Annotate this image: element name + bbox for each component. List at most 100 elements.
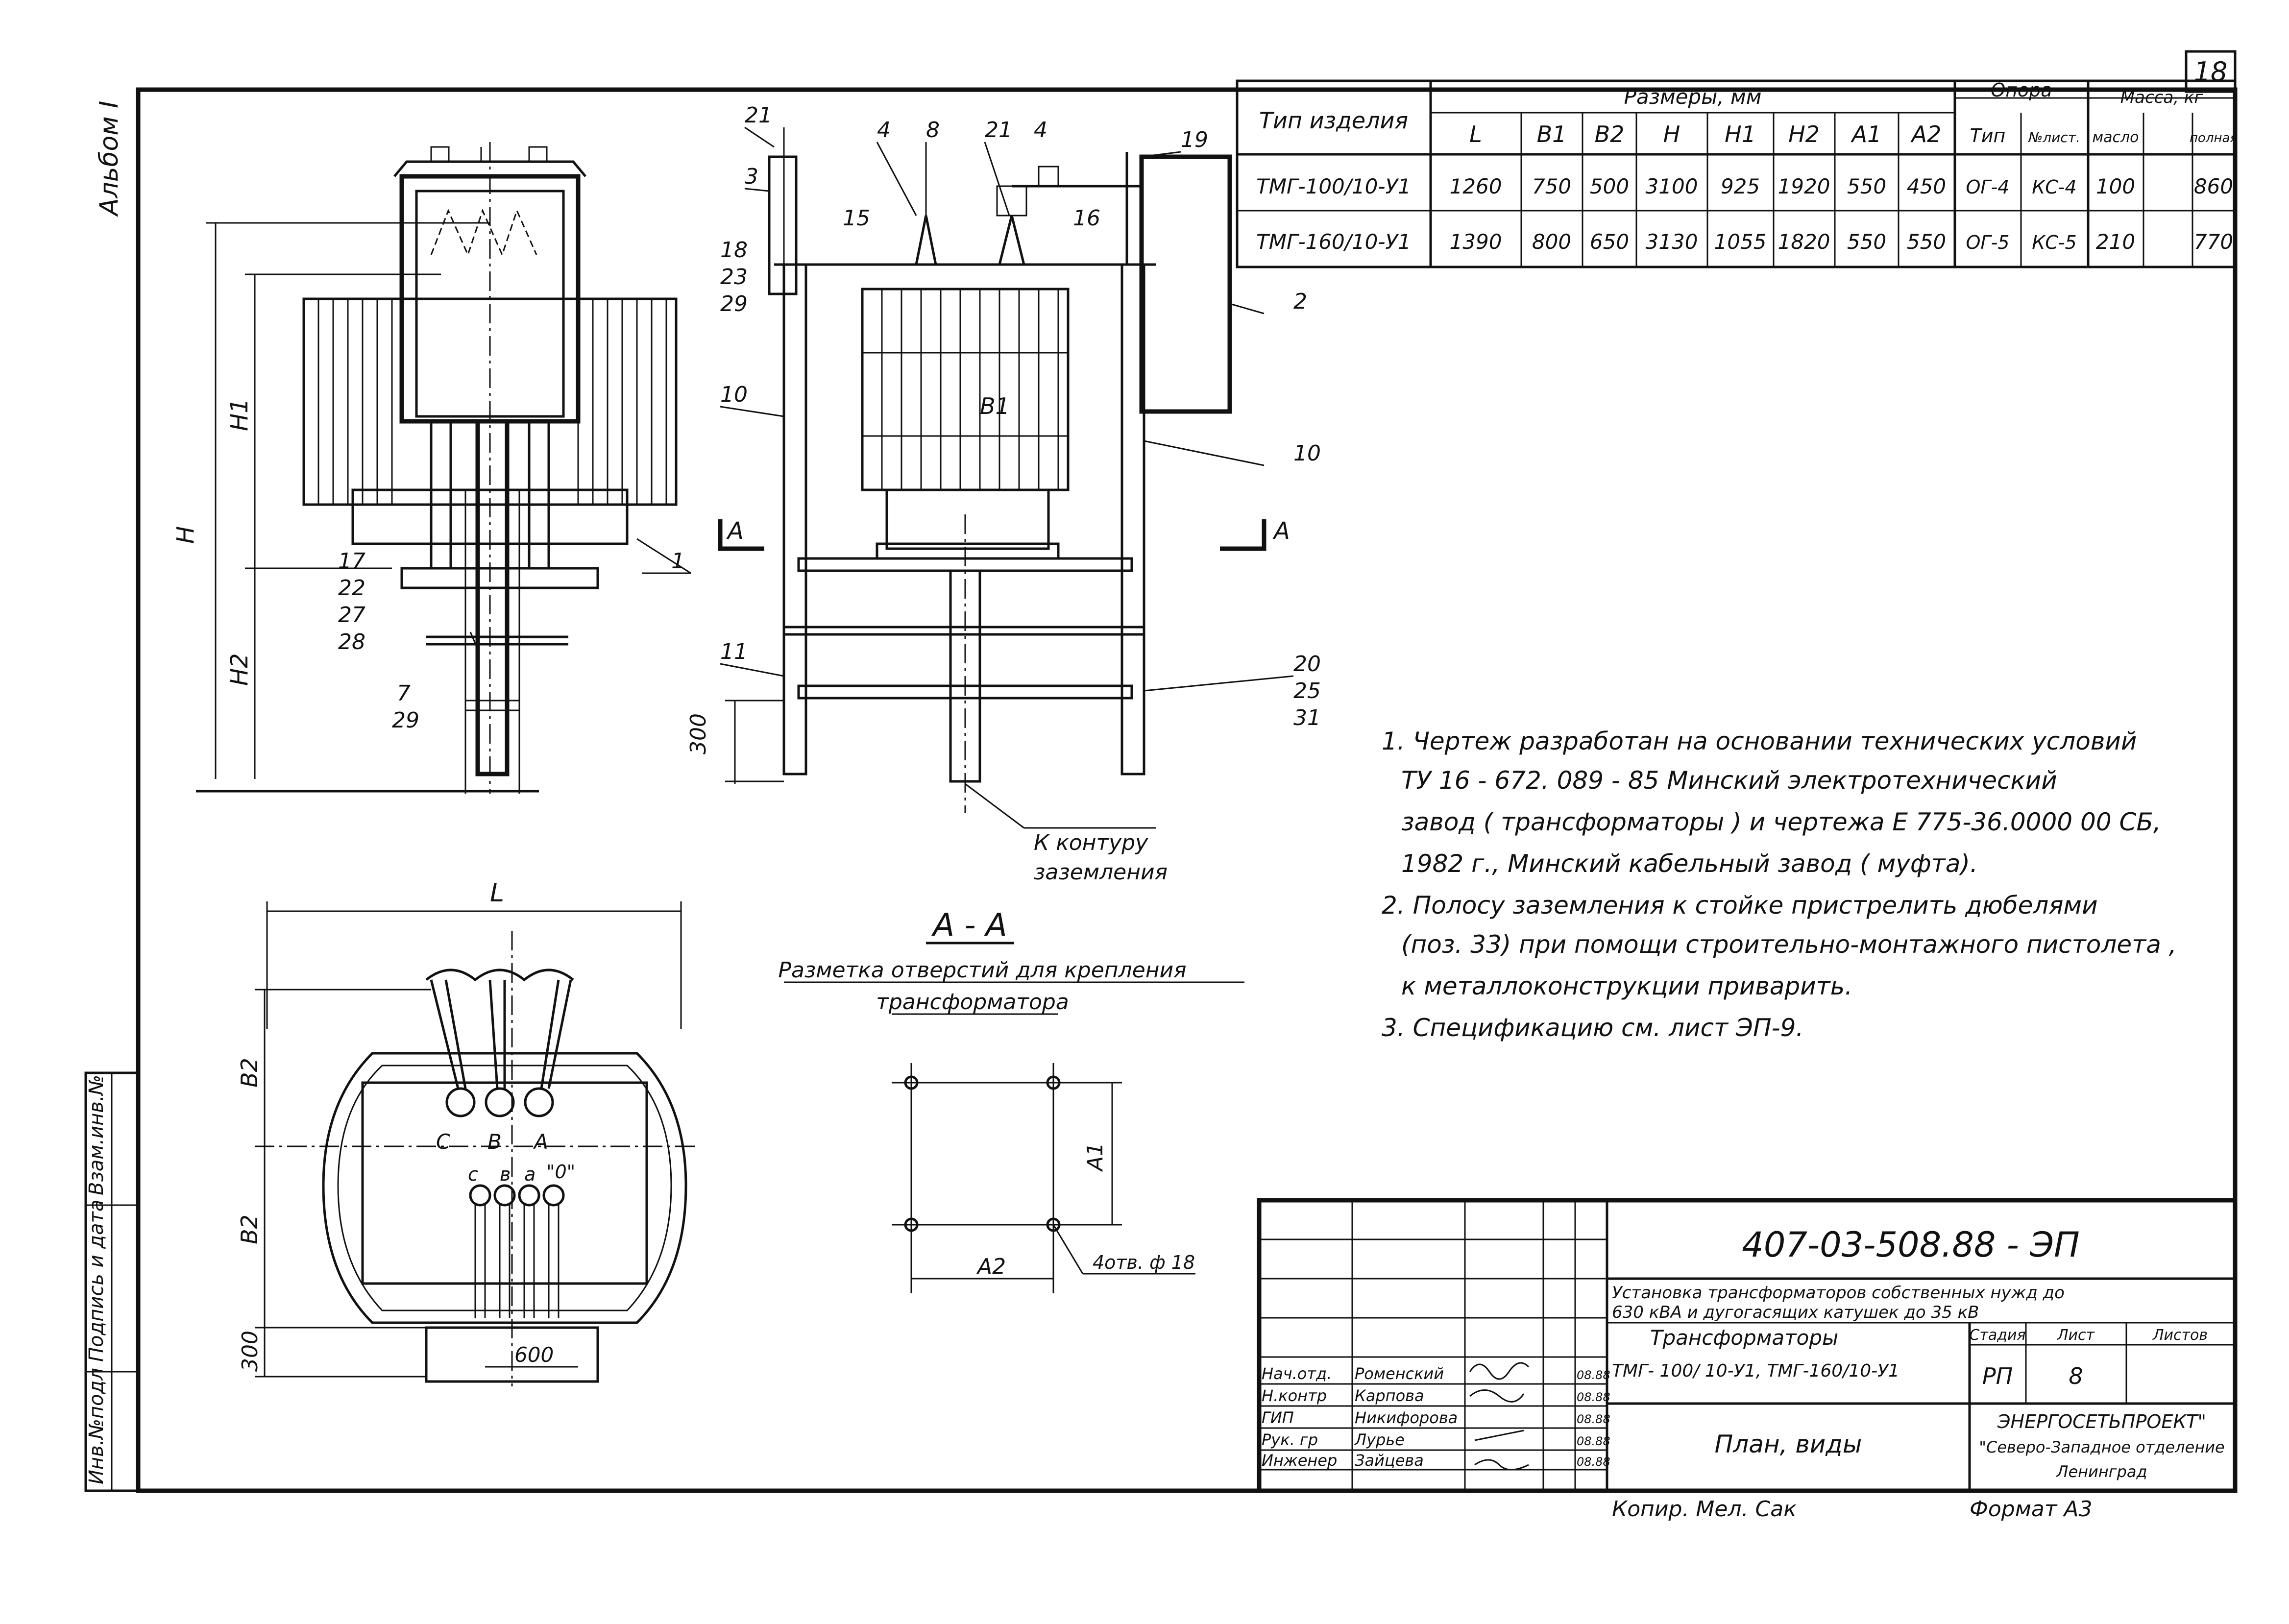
row1-sheet: КС-4 bbox=[2032, 176, 2076, 198]
dim-A2: A2 bbox=[976, 1254, 1006, 1279]
position-callouts: 21 3 18 23 29 10 11 4 8 21 4 15 16 19 2 … bbox=[338, 103, 1321, 733]
row2-H: 3130 bbox=[1646, 230, 1698, 254]
format-label: Формат А3 bbox=[1970, 1497, 2093, 1522]
signer-name-2: Карпова bbox=[1355, 1386, 1424, 1405]
col-L: L bbox=[1469, 121, 1482, 147]
row2-full: 770 bbox=[2194, 230, 2233, 254]
row1-support: ОГ-4 bbox=[1966, 176, 2010, 198]
note-line-3: завод ( трансформаторы ) и чертежа Е 775… bbox=[1401, 808, 2161, 836]
dim-L: L bbox=[490, 878, 504, 908]
row2-H1: 1055 bbox=[1714, 230, 1767, 254]
phase-lv-b: в bbox=[500, 1163, 511, 1185]
copied-by: Копир. Мел. Сак bbox=[1612, 1497, 1797, 1522]
notes: 1. Чертеж разработан на основании технич… bbox=[1382, 727, 2177, 1042]
row1-L: 1260 bbox=[1450, 174, 1502, 198]
signer-name-5: Зайцева bbox=[1355, 1451, 1424, 1470]
strip-inventory: Инв.№подл bbox=[85, 1368, 108, 1484]
signers: Нач.отд. Роменский 08.88 Н.контр Карпова… bbox=[1262, 1364, 1610, 1470]
row2-sheet: КС-5 bbox=[2032, 232, 2076, 253]
row1-oil: 100 bbox=[2096, 174, 2135, 198]
pos-1: 1 bbox=[671, 549, 685, 574]
pos-22: 22 bbox=[338, 576, 365, 601]
note-line-5: 2. Полосу заземления к стойке пристрелит… bbox=[1382, 891, 2098, 920]
header-mass: Масса, кг bbox=[2120, 88, 2204, 107]
note-line-2: ТУ 16 - 672. 089 - 85 Минский электротех… bbox=[1401, 766, 2057, 795]
pos-20: 20 bbox=[1293, 652, 1321, 677]
sheet-number-box bbox=[2185, 50, 2237, 93]
org-line-1: ЭНЕРГОСЕТЬПРОЕКТ" bbox=[1997, 1411, 2206, 1432]
phase-hv-A: А bbox=[533, 1130, 548, 1154]
phase-lv-0: "0" bbox=[546, 1161, 575, 1183]
col-B1: B1 bbox=[1537, 121, 1567, 147]
pos-19: 19 bbox=[1181, 127, 1208, 152]
sheets-label: Листов bbox=[2152, 1327, 2208, 1344]
dim-600: 600 bbox=[514, 1343, 554, 1367]
pos-4b: 4 bbox=[1034, 118, 1047, 143]
dim-H2: H2 bbox=[226, 653, 253, 686]
drawing-line-2: ТМГ- 100/ 10-У1, ТМГ-160/10-У1 bbox=[1612, 1361, 1899, 1381]
col-H2: H2 bbox=[1788, 121, 1820, 147]
note-line-8: 3. Спецификацию см. лист ЭП-9. bbox=[1382, 1014, 1803, 1042]
side-view bbox=[196, 142, 678, 794]
project-line-1: Установка трансформаторов собственных ну… bbox=[1612, 1283, 2065, 1303]
pos-10b: 10 bbox=[1293, 441, 1321, 466]
pos-15: 15 bbox=[843, 206, 870, 231]
pos-25: 25 bbox=[1293, 679, 1321, 703]
col-A2: A2 bbox=[1910, 121, 1942, 147]
section-title: А - А bbox=[931, 907, 1007, 944]
section-subtitle-2: трансформатора bbox=[876, 990, 1069, 1015]
front-view bbox=[718, 127, 1266, 829]
cut-mark-left: А bbox=[726, 517, 744, 545]
row1-B2: 500 bbox=[1590, 174, 1629, 198]
col-B2: B2 bbox=[1595, 121, 1625, 147]
note-line-4: 1982 г., Минский кабельный завод ( муфта… bbox=[1401, 849, 1978, 878]
phase-hv-C: С bbox=[436, 1130, 451, 1154]
row2-support: ОГ-5 bbox=[1966, 232, 2010, 253]
row1-type: ТМГ-100/10-У1 bbox=[1256, 174, 1411, 198]
signer-role-1: Нач.отд. bbox=[1262, 1364, 1332, 1383]
phase-hv-B: В bbox=[487, 1130, 502, 1154]
stage-label: Стадия bbox=[1969, 1327, 2025, 1344]
strip-signature: Подпись и дата bbox=[85, 1200, 108, 1362]
dim-H: H bbox=[172, 526, 199, 544]
row1-H: 3100 bbox=[1646, 174, 1698, 198]
dim-B1: B1 bbox=[980, 393, 1010, 419]
row1-H1: 925 bbox=[1721, 174, 1760, 198]
signer-date-4: 08.88 bbox=[1577, 1434, 1610, 1448]
holes-label: 4отв. ф 18 bbox=[1093, 1252, 1195, 1273]
pos-21b: 21 bbox=[985, 118, 1012, 143]
row2-B1: 800 bbox=[1532, 230, 1571, 254]
sheet-frame bbox=[136, 87, 2238, 1493]
sheet-number: 18 bbox=[2194, 56, 2228, 87]
dim-300-plan: 300 bbox=[238, 1331, 263, 1372]
ground-label-1: К контуру bbox=[1034, 830, 1148, 855]
pos-27: 27 bbox=[338, 603, 365, 628]
strip-replace: Взам.инв.№ bbox=[85, 1075, 108, 1195]
pos-16: 16 bbox=[1073, 206, 1100, 231]
pos-3: 3 bbox=[745, 164, 758, 189]
signer-role-3: ГИП bbox=[1262, 1408, 1294, 1427]
signer-name-4: Лурье bbox=[1354, 1430, 1405, 1449]
row2-B2: 650 bbox=[1590, 230, 1629, 254]
row1-A1: 550 bbox=[1847, 174, 1886, 198]
signer-role-5: Инженер bbox=[1262, 1451, 1337, 1470]
signer-date-3: 08.88 bbox=[1577, 1412, 1610, 1426]
ground-label-2: заземления bbox=[1034, 860, 1168, 885]
col-A1: A1 bbox=[1851, 121, 1882, 147]
col-H: H bbox=[1663, 121, 1680, 147]
dim-B2-upper: B2 bbox=[236, 1058, 263, 1088]
col-full: полная bbox=[2190, 131, 2238, 145]
pos-29a: 29 bbox=[720, 291, 748, 316]
holes-layout bbox=[892, 1063, 1195, 1293]
signer-date-5: 08.88 bbox=[1577, 1455, 1610, 1469]
view-name: План, виды bbox=[1715, 1430, 1862, 1458]
row1-full: 860 bbox=[2194, 174, 2233, 198]
col-type: Тип bbox=[1970, 125, 2006, 146]
doc-code: 407-03-508.88 - ЭП bbox=[1742, 1225, 2079, 1265]
dim-B2-lower: B2 bbox=[236, 1214, 263, 1244]
pos-11: 11 bbox=[720, 639, 748, 664]
row2-L: 1390 bbox=[1450, 230, 1502, 254]
phase-lv-c: с bbox=[468, 1163, 478, 1185]
org-line-3: Ленинград bbox=[2056, 1462, 2147, 1481]
